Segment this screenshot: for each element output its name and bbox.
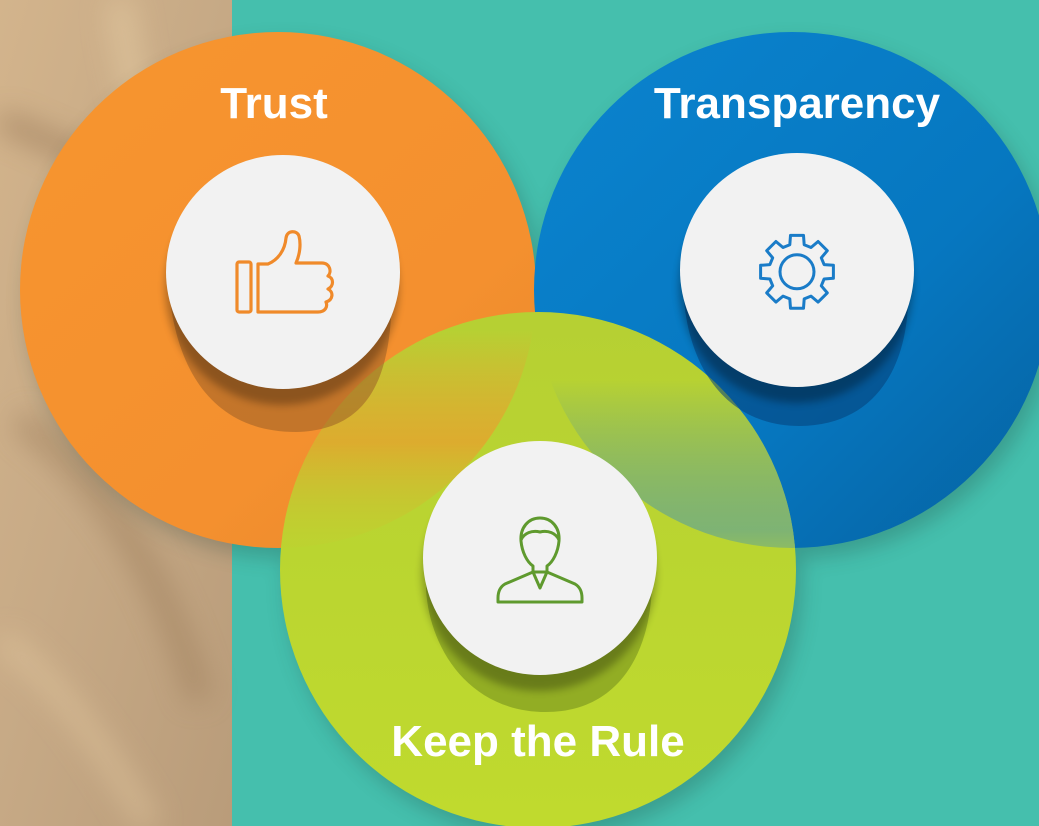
transparency-title: Transparency (654, 79, 941, 128)
gear-icon (759, 233, 835, 310)
transparency-icon-disc (679, 153, 914, 403)
person-icon (496, 516, 584, 604)
keep-the-rule-title: Keep the Rule (391, 717, 684, 766)
trust-title: Trust (220, 79, 328, 128)
trust-icon-disc (165, 155, 400, 405)
thumbs-up-icon (235, 230, 335, 314)
keep-the-rule-icon-disc (422, 441, 657, 691)
